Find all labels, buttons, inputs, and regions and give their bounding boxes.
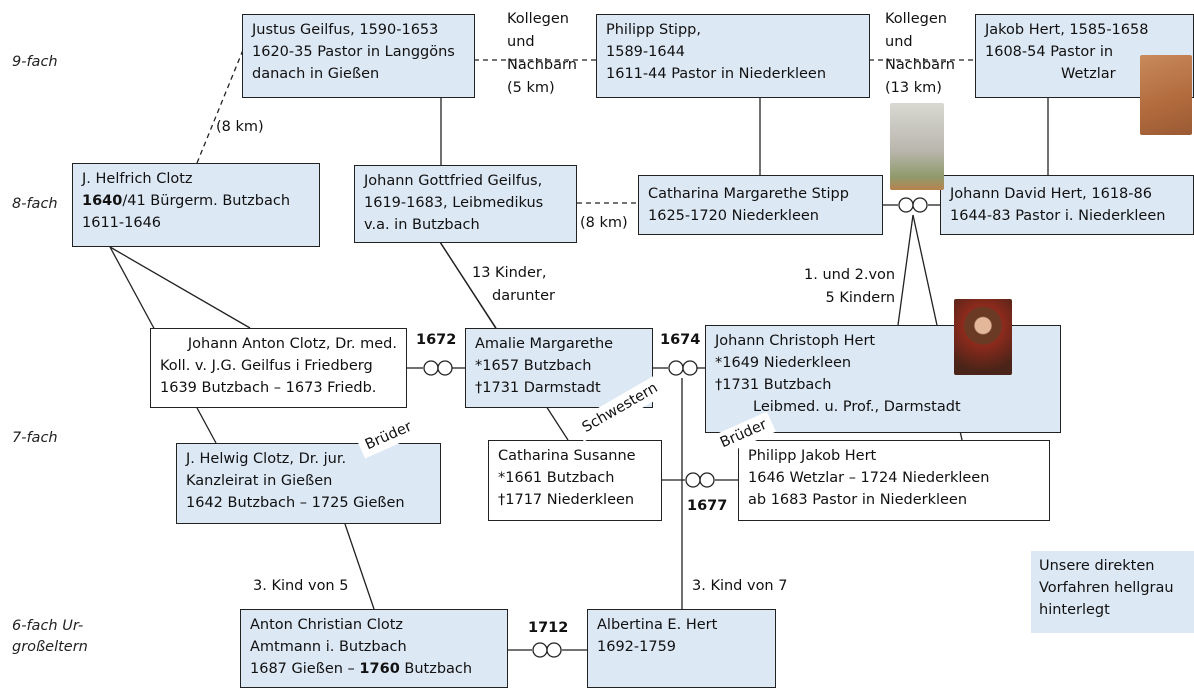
label-kollegen-5km: Kollegen und Nachbarn (5 km) — [507, 11, 577, 96]
label-13-kinder: 13 Kinder, darunter — [472, 265, 555, 304]
person-johann-gottfried-geilfus: Johann Gottfried Geilfus, 1619-1683, Lei… — [354, 165, 577, 243]
generation-label-7: 7-fach — [12, 430, 58, 446]
legend-box: Unsere direkten Vorfahren hellgrau hinte… — [1031, 551, 1194, 633]
line-to-johann-christoph — [897, 214, 914, 326]
rings-icon — [668, 360, 698, 376]
person-philipp-jakob-hert: Philipp Jakob Hert 1646 Wetzlar – 1724 N… — [738, 440, 1050, 521]
marriage-year-1674: 1674 — [660, 332, 701, 348]
label-distance-8km: (8 km) — [216, 119, 264, 135]
rings-icon — [898, 197, 928, 213]
gravestone-image — [890, 103, 944, 190]
portrait-image — [954, 299, 1012, 375]
label-5-kindern: 1. und 2.von 5 Kindern — [804, 267, 896, 306]
label-kind-3-von-5: 3. Kind von 5 — [253, 578, 349, 594]
person-anton-christian-clotz: Anton Christian Clotz Amtmann i. Butzbac… — [240, 609, 508, 688]
generation-label-9: 9-fach — [12, 54, 58, 70]
generation-label-6: 6-fach Ur- großeltern — [12, 618, 88, 655]
person-albertina-hert: Albertina E. Hert 1692-1759 — [587, 609, 776, 688]
line-helwig-anton-christian — [344, 523, 375, 610]
person-johann-anton-clotz: Johann Anton Clotz, Dr. med. Koll. v. J.… — [150, 328, 407, 408]
person-helfrich-clotz: J. Helfrich Clotz 1640/41 Bürgerm. Butzb… — [72, 163, 320, 247]
generation-label-8: 8-fach — [12, 196, 58, 212]
person-helwig-clotz: J. Helwig Clotz, Dr. jur. Kanzleirat in … — [176, 443, 441, 524]
label-kind-3-von-7: 3. Kind von 7 — [692, 578, 788, 594]
dashed-link-geilfus-clotz — [196, 49, 244, 164]
marriage-year-1712: 1712 — [528, 620, 569, 636]
person-justus-geilfus: Justus Geilfus, 1590-1653 1620-35 Pastor… — [242, 14, 475, 98]
person-catharina-susanne: Catharina Susanne *1661 Butzbach †1717 N… — [488, 440, 662, 521]
line-helfrich-anton — [109, 246, 251, 329]
rings-icon — [685, 472, 715, 488]
rings-icon — [532, 642, 562, 658]
label-distance-8km: (8 km) — [580, 215, 628, 231]
marriage-year-1677: 1677 — [687, 498, 728, 514]
rings-icon — [423, 360, 453, 376]
label-kollegen-13km: Kollegen und Nachbarn (13 km) — [885, 11, 955, 96]
marriage-year-1672: 1672 — [416, 332, 457, 348]
epitaph-image — [1140, 55, 1192, 135]
person-philipp-stipp: Philipp Stipp, 1589-1644 1611-44 Pastor … — [596, 14, 870, 98]
person-catharina-margarethe-stipp: Catharina Margarethe Stipp 1625-1720 Nie… — [638, 175, 883, 235]
person-johann-david-hert: Johann David Hert, 1618-86 1644-83 Pasto… — [940, 175, 1194, 235]
